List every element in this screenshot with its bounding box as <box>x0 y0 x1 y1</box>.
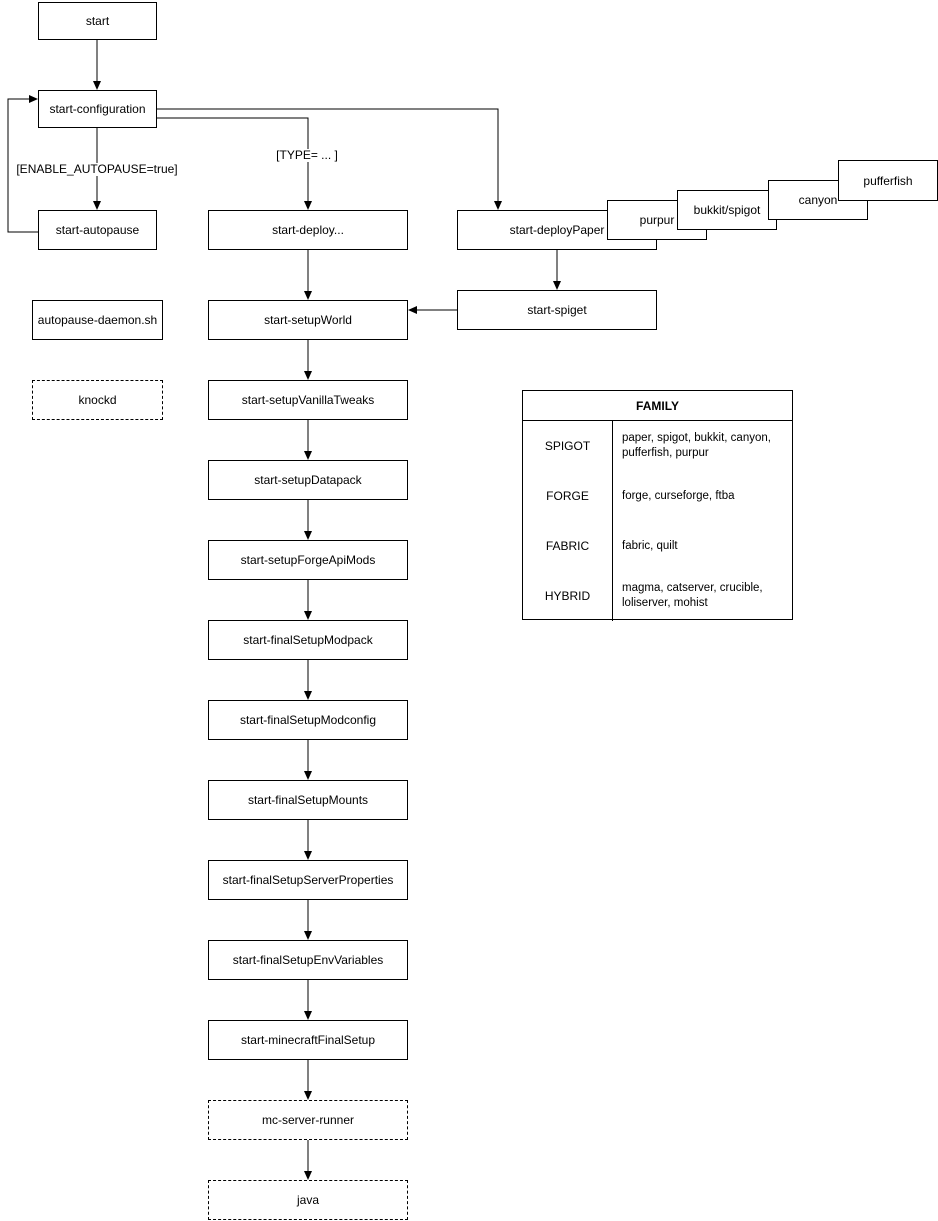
edge-minecraft-final-setup-to-mc-server-runner <box>304 1060 312 1100</box>
edge-modconfig-to-mounts <box>304 740 312 780</box>
edge-env-variables-to-minecraft-final-setup <box>304 980 312 1020</box>
edge-forge-api-mods-to-modpack <box>304 580 312 620</box>
edge-label-type-condition: [TYPE= ... ] <box>274 148 340 162</box>
node-autopause-daemon-sh: autopause-daemon.sh <box>32 300 163 340</box>
node-start-final-setup-modconfig: start-finalSetupModconfig <box>208 700 408 740</box>
family-members: forge, curseforge, ftba <box>622 489 735 502</box>
family-name: SPIGOT <box>523 421 613 471</box>
family-members: paper, spigot, bukkit, canyon, pufferfis… <box>622 432 771 459</box>
edge-datapack-to-forge-api-mods <box>304 500 312 540</box>
family-table-body: SPIGOT paper, spigot, bukkit, canyon, pu… <box>523 421 792 621</box>
edge-configuration-to-deploy-paper <box>157 108 502 210</box>
node-java: java <box>208 1180 408 1220</box>
edge-deploy-paper-to-spiget <box>553 250 561 290</box>
node-start: start <box>38 2 157 40</box>
node-start-final-setup-server-properties: start-finalSetupServerProperties <box>208 860 408 900</box>
family-table-row-forge: FORGE forge, curseforge, ftba <box>523 471 792 521</box>
node-start-setup-forge-api-mods: start-setupForgeApiMods <box>208 540 408 580</box>
node-start-final-setup-env-variables: start-finalSetupEnvVariables <box>208 940 408 980</box>
family-table-title: FAMILY <box>523 391 792 421</box>
node-start-setup-datapack: start-setupDatapack <box>208 460 408 500</box>
family-table-row-fabric: FABRIC fabric, quilt <box>523 521 792 571</box>
node-start-setup-world: start-setupWorld <box>208 300 408 340</box>
edge-deploy-to-setup-world <box>304 250 312 300</box>
node-start-final-setup-mounts: start-finalSetupMounts <box>208 780 408 820</box>
family-name: HYBRID <box>523 571 613 621</box>
family-name: FORGE <box>523 471 613 521</box>
node-pufferfish: pufferfish <box>838 160 938 201</box>
edge-setup-world-to-vanilla-tweaks <box>304 340 312 380</box>
node-knockd: knockd <box>32 380 163 420</box>
node-start-minecraft-final-setup: start-minecraftFinalSetup <box>208 1020 408 1060</box>
node-bukkit-spigot: bukkit/spigot <box>677 190 777 230</box>
node-start-configuration: start-configuration <box>38 90 157 128</box>
family-table: FAMILY SPIGOT paper, spigot, bukkit, can… <box>522 390 793 621</box>
node-start-spiget: start-spiget <box>457 290 657 330</box>
node-start-setup-vanilla-tweaks: start-setupVanillaTweaks <box>208 380 408 420</box>
family-members: fabric, quilt <box>622 539 678 552</box>
family-table-row-hybrid: HYBRID magma, catserver, crucible, lolis… <box>523 571 792 621</box>
family-name: FABRIC <box>523 521 613 571</box>
edge-modpack-to-modconfig <box>304 660 312 700</box>
node-start-final-setup-modpack: start-finalSetupModpack <box>208 620 408 660</box>
node-start-autopause: start-autopause <box>38 210 157 250</box>
edge-mc-server-runner-to-java <box>304 1140 312 1180</box>
edge-autopause-loop-to-configuration <box>7 95 38 233</box>
edge-mounts-to-server-properties <box>304 820 312 860</box>
edge-configuration-to-deploy <box>157 117 312 210</box>
edge-vanilla-tweaks-to-datapack <box>304 420 312 460</box>
edge-spiget-to-setup-world <box>408 306 457 314</box>
node-start-deploy: start-deploy... <box>208 210 408 250</box>
family-table-row-spigot: SPIGOT paper, spigot, bukkit, canyon, pu… <box>523 421 792 471</box>
edge-server-properties-to-env-variables <box>304 900 312 940</box>
edge-label-enable-autopause: [ENABLE_AUTOPAUSE=true] <box>14 162 180 176</box>
edge-start-to-configuration <box>93 40 101 90</box>
node-mc-server-runner: mc-server-runner <box>208 1100 408 1140</box>
family-members: magma, catserver, crucible, loliserver, … <box>622 582 763 609</box>
